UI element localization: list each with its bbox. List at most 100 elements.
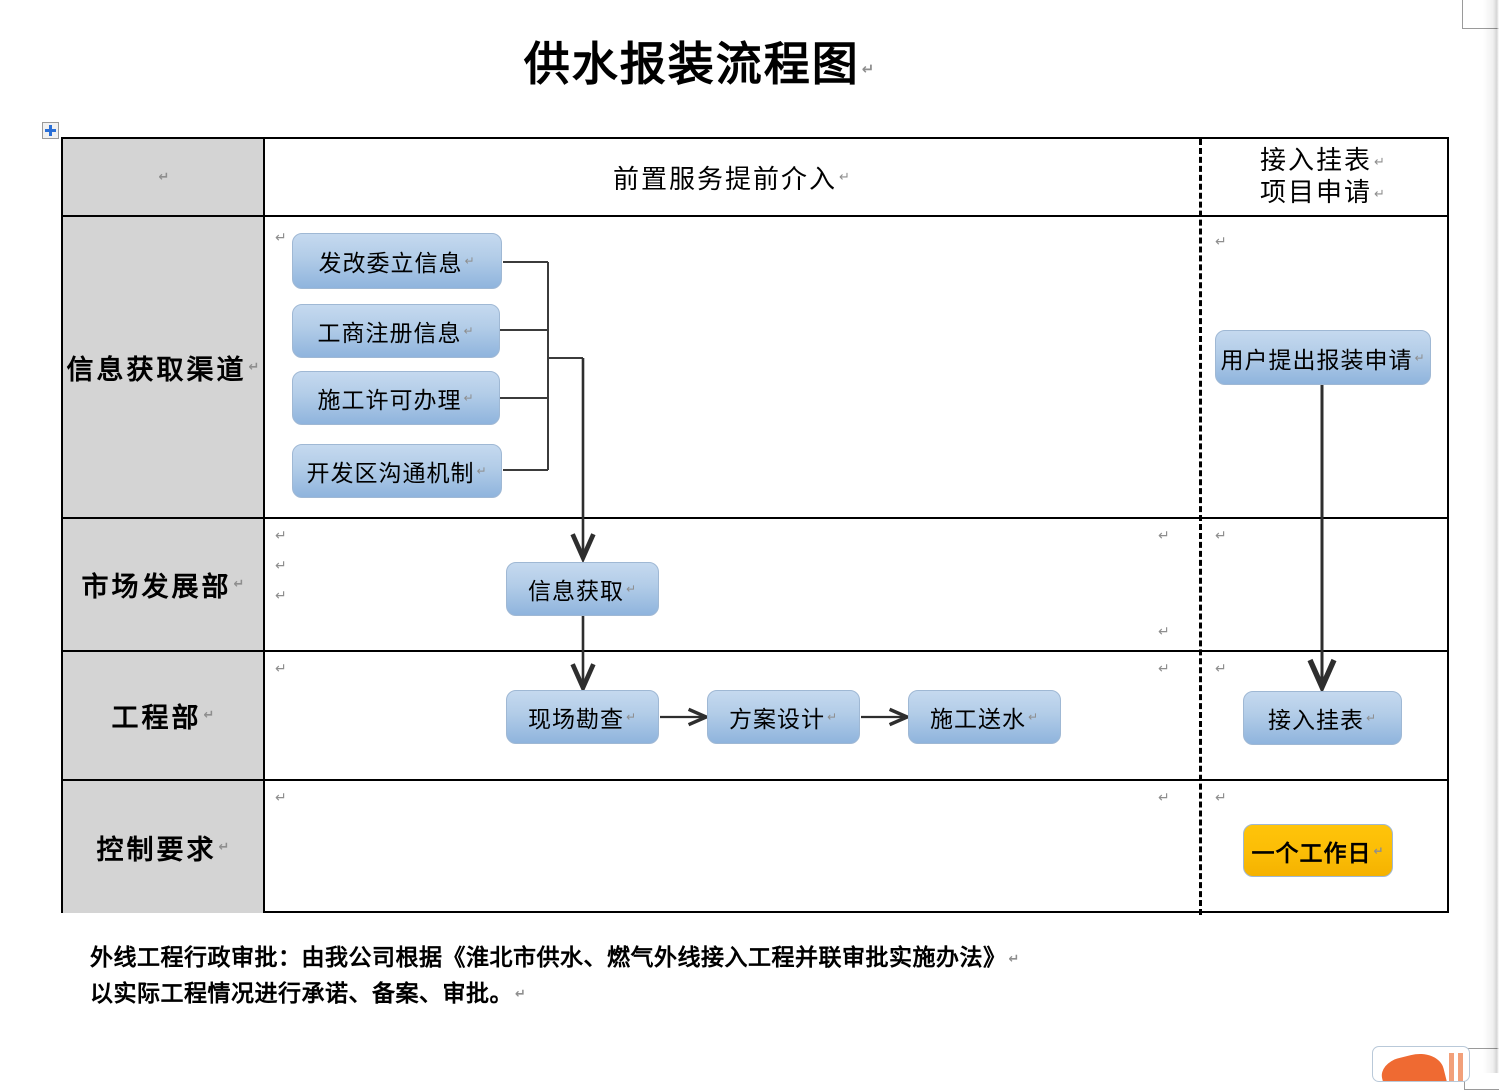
page-edge-shadow (1483, 0, 1499, 1073)
paragraph-mark: ↵ (1158, 624, 1170, 640)
page-title-text: 供水报装流程图 (523, 39, 860, 90)
paragraph-mark: ↵ (1027, 710, 1040, 724)
paragraph-mark: ↵ (1215, 661, 1227, 677)
header-center-title: 前置服务提前介入↵ (265, 139, 1200, 215)
row-body-market-development: ↵ ↵ ↵ ↵ ↵ ↵ ↵ (265, 519, 1447, 650)
paragraph-mark: ↵ (1158, 528, 1170, 544)
flow-box-construction-water-supply[interactable]: 施工送水↵ (908, 690, 1061, 744)
column-dashed-divider (1199, 139, 1202, 915)
row-label-market-development: 市场发展部↵ (63, 519, 265, 650)
footnote-line-2: 以实际工程情况进行承诺、备案、审批。 (90, 980, 513, 1006)
paragraph-mark-title: ↵ (861, 60, 877, 79)
flow-box-label: 用户提出报装申请 (1220, 347, 1413, 373)
paragraph-mark: ↵ (203, 708, 215, 723)
paragraph-mark: ↵ (275, 230, 287, 246)
header-center-title-text: 前置服务提前介入 (613, 164, 838, 194)
flow-box-scheme-design[interactable]: 方案设计↵ (707, 690, 860, 744)
paragraph-mark: ↵ (1374, 155, 1387, 171)
swimlane-table: ↵ 前置服务提前介入↵ 接入挂表↵ 项目申请↵ ↵ 信息获取渠道↵ ↵ ↵ (61, 137, 1449, 915)
paragraph-mark: ↵ (275, 558, 287, 574)
table-move-handle[interactable] (42, 122, 59, 139)
paragraph-mark: ↵ (233, 577, 245, 592)
taskbar-app-icon[interactable] (1372, 1046, 1470, 1082)
header-right-line1-wrap: 接入挂表↵ (1260, 145, 1387, 177)
row-label-control-requirement: 控制要求↵ (63, 781, 265, 913)
row-label-text: 工程部 (111, 703, 202, 733)
move-cross-horizontal (45, 129, 56, 132)
paragraph-mark: ↵ (1365, 711, 1378, 725)
paragraph-mark: ↵ (476, 464, 488, 478)
flow-box-label: 施工许可办理 (317, 388, 462, 413)
table-header-row: ↵ 前置服务提前介入↵ 接入挂表↵ 项目申请↵ ↵ (63, 139, 1447, 215)
paragraph-mark: ↵ (839, 169, 852, 185)
row-label-text: 市场发展部 (81, 572, 232, 602)
paragraph-mark: ↵ (1373, 843, 1385, 858)
footnote-line-2-wrap: 以实际工程情况进行承诺、备案、审批。↵ (90, 976, 1020, 1012)
footnote: 外线工程行政审批：由我公司根据《淮北市供水、燃气外线接入工程并联审批实施办法》↵… (90, 940, 1020, 1011)
icon-bar-1 (1449, 1053, 1454, 1081)
flow-box-information-acquisition[interactable]: 信息获取↵ (506, 562, 659, 616)
orange-swoosh-icon (1378, 1048, 1450, 1081)
flow-box-business-registration-info[interactable]: 工商注册信息↵ (292, 304, 500, 358)
flow-box-development-zone-communication[interactable]: 开发区沟通机制↵ (292, 444, 502, 498)
window-frame-fragment-top (1462, 0, 1499, 29)
paragraph-mark: ↵ (1158, 661, 1170, 677)
row-body-information-channels: ↵ ↵ ↵ (265, 217, 1447, 517)
paragraph-mark: ↵ (218, 839, 230, 855)
footnote-line-1-wrap: 外线工程行政审批：由我公司根据《淮北市供水、燃气外线接入工程并联审批实施办法》↵ (90, 940, 1020, 976)
flow-box-label: 施工送水 (929, 707, 1026, 732)
flow-box-label: 方案设计 (728, 707, 825, 732)
flow-box-label: 现场勘查 (527, 707, 624, 732)
row-label-text: 信息获取渠道 (66, 354, 247, 385)
flow-box-site-survey[interactable]: 现场勘查↵ (506, 690, 659, 744)
paragraph-mark: ↵ (248, 359, 260, 375)
flow-box-label: 发改委立信息 (318, 251, 463, 276)
paragraph-mark: ↵ (463, 391, 475, 405)
paragraph-mark: ↵ (464, 254, 476, 268)
flow-box-label: 接入挂表 (1267, 708, 1364, 733)
header-right-line2: 项目申请 (1260, 178, 1373, 207)
paragraph-mark: ↵ (463, 324, 475, 338)
flow-box-label: 工商注册信息 (317, 321, 462, 346)
paragraph-mark: ↵ (275, 790, 287, 806)
header-body-cell: 前置服务提前介入↵ 接入挂表↵ 项目申请↵ ↵ (265, 139, 1447, 215)
header-right-line1: 接入挂表 (1260, 146, 1373, 176)
flow-box-construction-permit[interactable]: 施工许可办理↵ (292, 371, 500, 425)
header-label-cell: ↵ (63, 139, 265, 215)
paragraph-mark: ↵ (275, 528, 287, 544)
row-label-text: 控制要求 (96, 834, 217, 865)
icon-bar-2 (1458, 1053, 1463, 1081)
paragraph-mark: ↵ (1215, 790, 1227, 806)
page-title: 供水报装流程图↵ (0, 28, 1400, 94)
paragraph-mark: ↵ (275, 661, 287, 677)
footnote-line-1: 外线工程行政审批：由我公司根据《淮北市供水、燃气外线接入工程并联审批实施办法》 (90, 945, 1007, 970)
flow-box-label: 一个工作日 (1251, 840, 1372, 866)
table-row-information-channels: 信息获取渠道↵ ↵ ↵ ↵ (63, 215, 1447, 517)
table-row-control-requirement: 控制要求↵ ↵ ↵ ↵ ↵ (63, 779, 1447, 913)
paragraph-mark: ↵ (1215, 234, 1227, 250)
paragraph-mark: ↵ (625, 582, 638, 596)
table-row-engineering: 工程部↵ ↵ ↵ ↵ ↵ (63, 650, 1447, 779)
paragraph-mark: ↵ (1374, 187, 1387, 203)
flow-box-development-reform-info[interactable]: 发改委立信息↵ (292, 233, 502, 289)
paragraph-mark: ↵ (625, 710, 638, 724)
paragraph-mark: ↵ (515, 987, 527, 1003)
row-label-information-channels: 信息获取渠道↵ (63, 217, 265, 517)
paragraph-mark: ↵ (1414, 350, 1426, 365)
row-body-engineering: ↵ ↵ ↵ ↵ (265, 652, 1447, 779)
paragraph-mark: ↵ (1215, 528, 1227, 544)
row-body-control-requirement: ↵ ↵ ↵ ↵ (265, 781, 1447, 913)
paragraph-mark: ↵ (158, 169, 170, 185)
row-label-engineering: 工程部↵ (63, 652, 265, 779)
paragraph-mark: ↵ (275, 588, 287, 604)
flow-box-connect-meter[interactable]: 接入挂表↵ (1243, 691, 1402, 745)
header-right-title: 接入挂表↵ 项目申请↵ (1200, 139, 1447, 215)
flow-box-user-application[interactable]: 用户提出报装申请↵ (1215, 330, 1431, 385)
paragraph-mark: ↵ (1008, 951, 1020, 967)
flow-box-label: 开发区沟通机制 (306, 461, 475, 486)
header-right-line2-wrap: 项目申请↵ (1260, 177, 1387, 209)
paragraph-mark: ↵ (1158, 790, 1170, 806)
table-row-market-development: 市场发展部↵ ↵ ↵ ↵ ↵ ↵ ↵ ↵ (63, 517, 1447, 650)
flow-box-one-working-day[interactable]: 一个工作日↵ (1243, 824, 1393, 877)
